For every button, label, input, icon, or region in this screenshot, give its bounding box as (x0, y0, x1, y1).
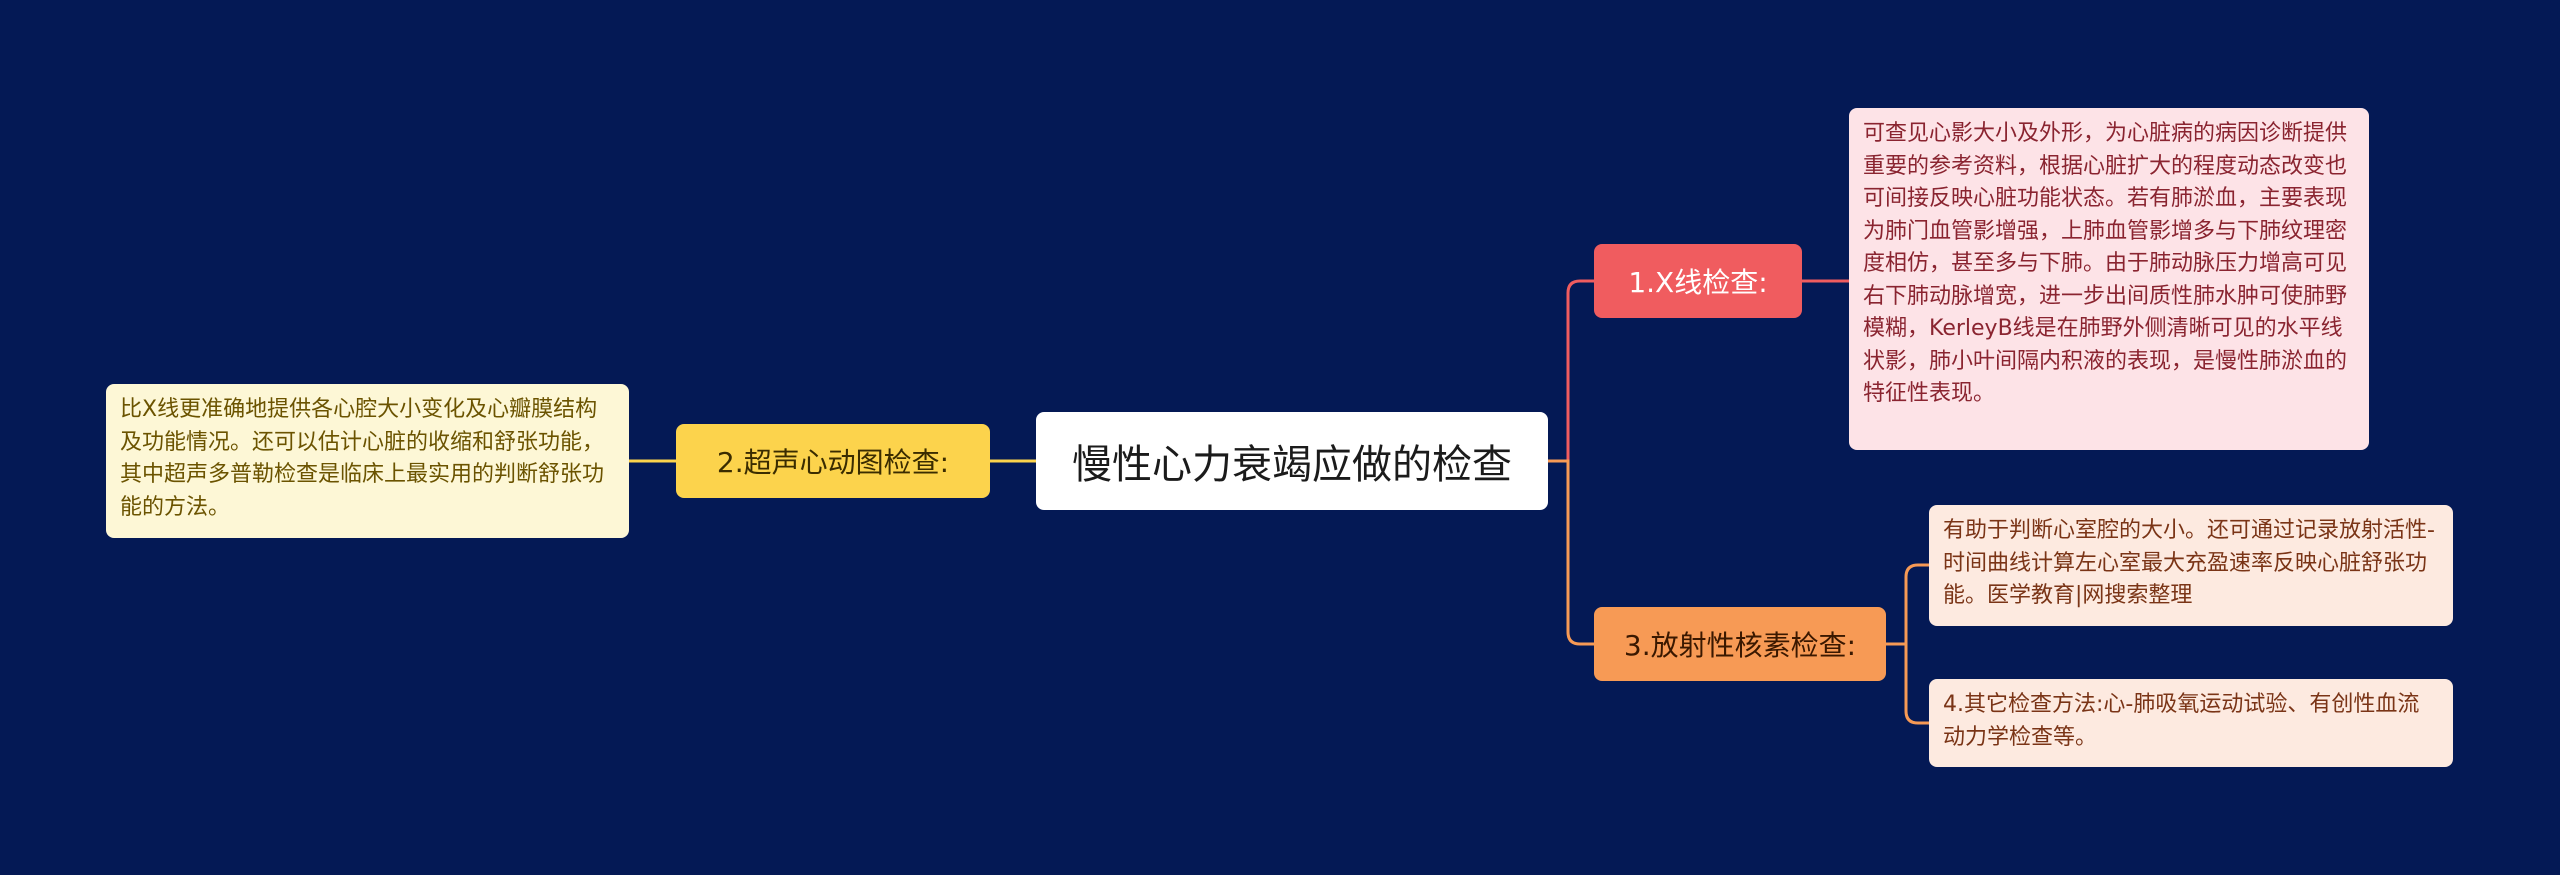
leaf-nuclear-detail[interactable]: 有助于判断心室腔的大小。还可通过记录放射活性-时间曲线计算左心室最大充盈速率反映… (1929, 505, 2453, 626)
branch-nuclear[interactable]: 3.放射性核素检查: (1594, 607, 1886, 681)
leaf-xray-text: 可查见心影大小及外形，为心脏病的病因诊断提供重要的参考资料，根据心脏扩大的程度动… (1863, 121, 2348, 406)
branch-echo-label: 2.超声心动图检查: (716, 446, 950, 479)
leaf-xray-detail[interactable]: 可查见心影大小及外形，为心脏病的病因诊断提供重要的参考资料，根据心脏扩大的程度动… (1849, 108, 2369, 450)
branch-echo[interactable]: 2.超声心动图检查: (676, 424, 990, 498)
branch-xray-label: 1.X线检查: (1628, 266, 1768, 299)
root-topic[interactable]: 慢性心力衰竭应做的检查 (1036, 412, 1548, 510)
leaf-echo-text: 比X线更准确地提供各心腔大小变化及心瓣膜结构及功能情况。还可以估计心脏的收缩和舒… (120, 397, 605, 520)
branch-xray[interactable]: 1.X线检查: (1594, 244, 1802, 318)
link-root-nuclear (1548, 459, 1594, 646)
leaf-nuclear-extra[interactable]: 4.其它检查方法:心-肺吸氧运动试验、有创性血流动力学检查等。 (1929, 679, 2453, 767)
link-nuclear-extra (1886, 642, 1929, 725)
link-nuclear-detail (1886, 563, 1929, 646)
branch-nuclear-label: 3.放射性核素检查: (1623, 629, 1857, 662)
leaf-echo-detail[interactable]: 比X线更准确地提供各心腔大小变化及心瓣膜结构及功能情况。还可以估计心脏的收缩和舒… (106, 384, 629, 538)
link-root-xray (1548, 279, 1594, 463)
root-title: 慢性心力衰竭应做的检查 (1072, 442, 1512, 488)
leaf-nuclear-extra-text: 4.其它检查方法:心-肺吸氧运动试验、有创性血流动力学检查等。 (1943, 692, 2420, 750)
leaf-nuclear-text: 有助于判断心室腔的大小。还可通过记录放射活性-时间曲线计算左心室最大充盈速率反映… (1943, 518, 2435, 608)
